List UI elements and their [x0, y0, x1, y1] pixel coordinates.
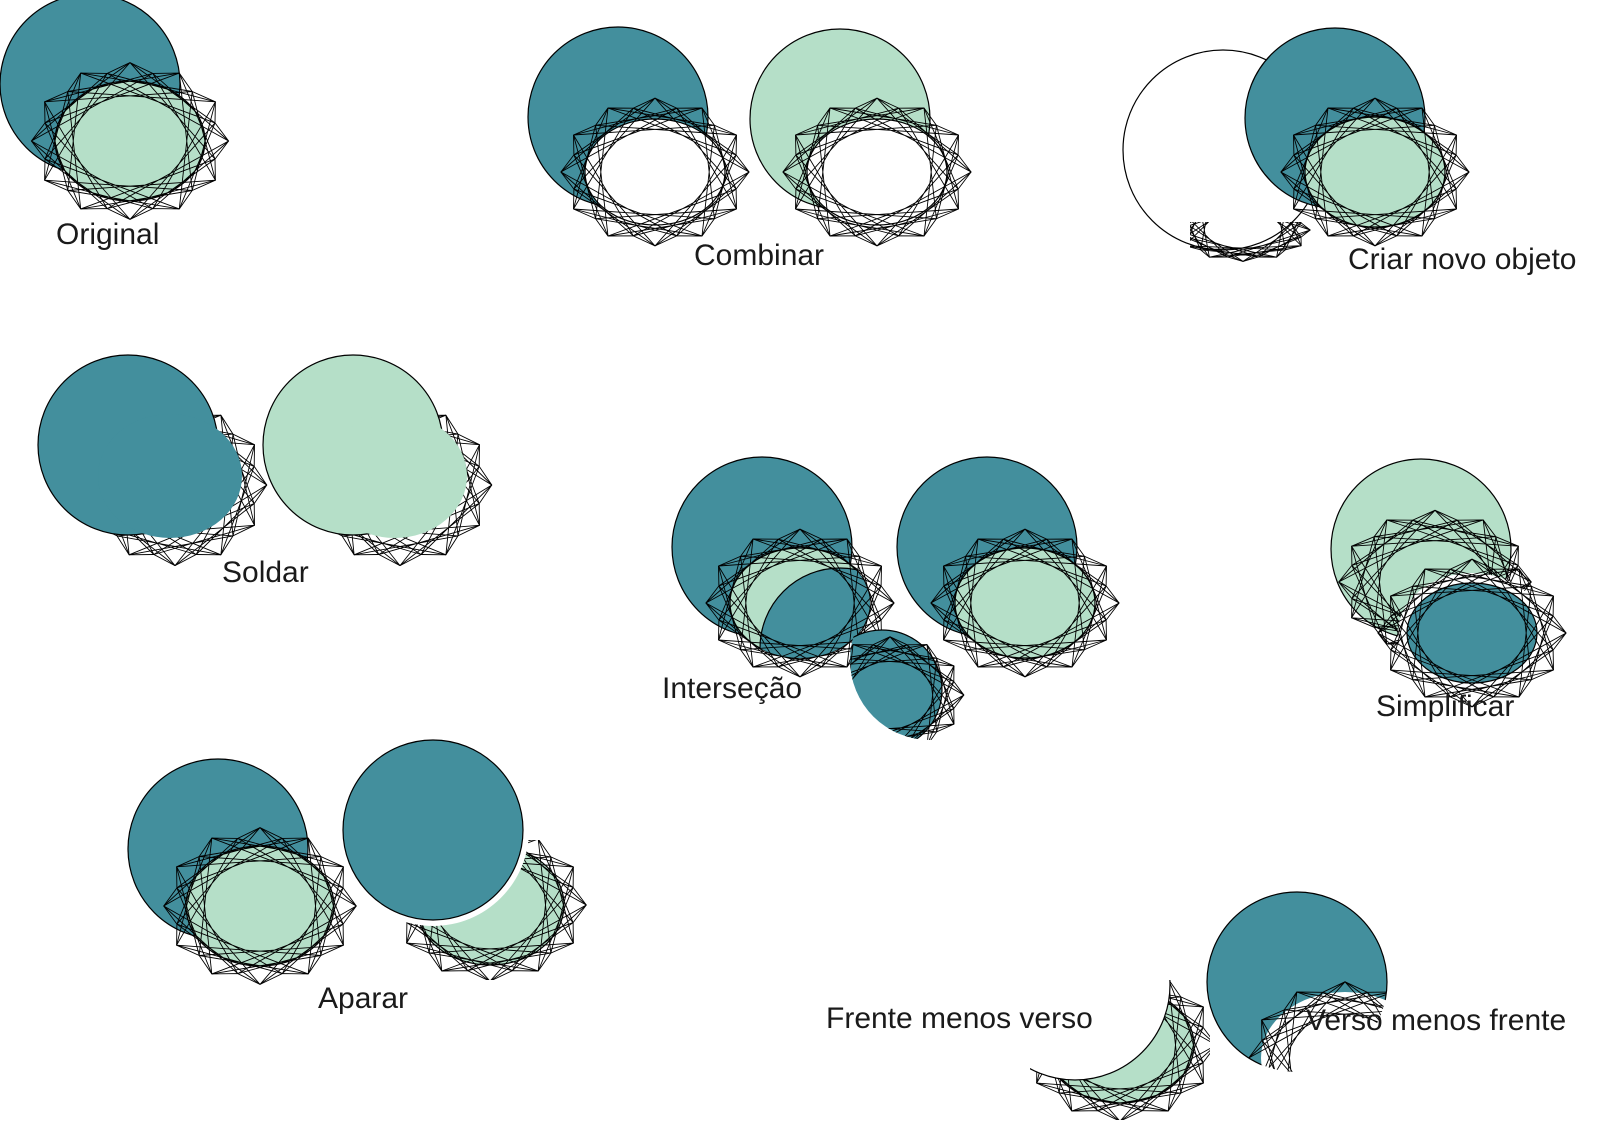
label-frente-menos-verso: Frente menos verso [826, 1002, 1093, 1035]
intersecao-ring-right [930, 528, 1120, 678]
shape-verso-menos-frente [1206, 891, 1429, 1123]
label-simplificar: Simplificar [1376, 690, 1515, 723]
combinar-hole [584, 118, 726, 226]
shape-combinar-left [527, 26, 750, 247]
simplificar-ring-front [1377, 558, 1567, 708]
label-aparar: Aparar [318, 982, 409, 1015]
label-combinar: Combinar [694, 239, 825, 272]
aparar-dark-circle-top [342, 739, 524, 921]
combinar-ring-right [782, 97, 972, 247]
frente-crescent [1030, 980, 1210, 1120]
label-criar-novo-objeto: Criar novo objeto [1348, 243, 1577, 276]
criar-outline-ring-fragment [1190, 222, 1311, 262]
aparar-light-ellipse [185, 845, 335, 967]
combinar-hole-right [806, 118, 948, 226]
shape-frente-menos-verso [1030, 980, 1210, 1120]
shape-soldar-right [262, 354, 493, 567]
label-intersecao: Interseção [662, 672, 803, 705]
intersecao-light-ellipse-right [954, 547, 1096, 659]
criar-star-ring [1280, 97, 1470, 247]
criar-light-ellipse [1304, 116, 1446, 228]
combinar-ring-left [560, 97, 750, 247]
shape-criar-novo-objeto [1122, 27, 1470, 262]
verso-cut [1261, 992, 1429, 1123]
soldar-light-ellipse [323, 414, 467, 538]
shape-combinar-right [749, 28, 972, 247]
shape-original [0, 0, 230, 220]
shape-intersecao-left [671, 456, 895, 678]
shape-intersecao-right [896, 456, 1120, 678]
frente-cut [1030, 980, 1171, 1081]
original-star-ring [30, 62, 230, 220]
shape-aparar-left [127, 758, 357, 985]
shape-aparar-right [337, 734, 587, 980]
shape-simplificar [1330, 458, 1567, 708]
intersecao-ring-left [705, 528, 895, 678]
soldar-dark-ellipse [98, 414, 242, 538]
label-original: Original [56, 218, 160, 251]
simplificar-dark-ellipse [1406, 582, 1538, 684]
aparar-star-ring [163, 827, 357, 985]
label-verso-menos-frente: Verso menos frente [1306, 1004, 1567, 1037]
shape-soldar-left [37, 354, 268, 567]
label-soldar: Soldar [222, 556, 309, 589]
